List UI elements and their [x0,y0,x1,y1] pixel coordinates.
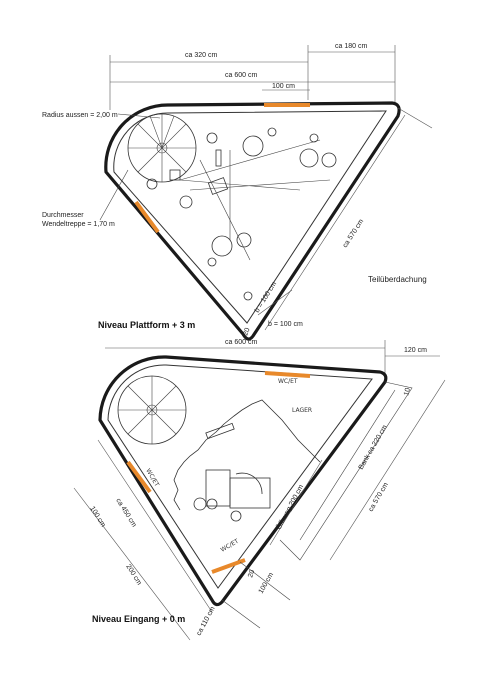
opening-left [134,200,160,234]
dim-20-upper: 20 [242,327,251,337]
entrance-outer-wall [98,355,388,607]
opening-top-lower [264,371,311,378]
stair-leader [99,169,129,221]
entrance-path [221,599,261,629]
dim-600-lower-label: ca 600 cm [225,339,257,346]
radius-leader [117,113,161,119]
dim-600-label: ca 600 cm [225,72,257,79]
dim-100-bottom-label: 100 cm [258,571,276,595]
dim-200-left-label: 200 cm [124,563,142,586]
dim-10-label: 10 [403,387,412,396]
dim-line-570-lower [329,379,446,561]
dim-100-left-label: 100 cm [88,505,106,528]
opening-bottom-lower [211,558,246,574]
wc-bottom-label: WC/ET [220,538,241,554]
storage-curtain-side [173,469,181,511]
dim-line-left-outer [73,487,191,641]
b100-horiz-label: b = 100 cm [268,321,303,328]
spiral-stair [127,113,197,183]
lower-plan-title: Niveau Eingang + 0 m [92,614,185,624]
upper-plan-title: Niveau Plattform + 3 m [98,320,195,330]
lager-label: LAGER [292,407,312,414]
bench-inner [299,389,396,541]
dim-320-label: ca 320 cm [185,52,217,59]
platform-inner-wall [113,110,387,324]
dim-570-lower-label: ca 570 cm [368,481,390,513]
wc-top-label: WC/ET [278,378,298,385]
roof-label: Teilüberdachung [368,275,427,284]
opening-left-lower [126,460,152,494]
dim-line-b100 [257,289,293,316]
furniture-sketches [193,422,271,522]
dim-450-label: ca 450 cm [114,497,137,528]
platform-outer-wall [104,101,401,341]
upper-plan: ca 320 cm ca 180 cm ca 600 cm 100 cm [42,43,433,341]
lower-plan: ca 600 cm 120 cm 10 Bank ca 220 cm ca 57… [73,339,446,641]
sketch-figures [146,127,337,301]
dim-line-oeffnung [269,459,323,546]
stair-label-line1: Durchmesser [42,212,84,219]
dim-570-label: ca 570 cm [342,218,366,249]
stair-label-line2: Wendeltreppe = 1,70 m [42,221,115,228]
entrance-inner-wall [107,364,373,589]
dim-180-label: ca 180 cm [335,43,367,50]
dim-line-570 [264,114,406,331]
bench-outline [279,381,413,561]
bank-label: Bank ca 220 cm [358,424,389,471]
dim-100-top-label: 100 cm [272,83,295,90]
entrance-path [239,561,291,601]
dim-120-label: 120 cm [404,347,427,354]
dim-110-label: ca 110 cm [196,605,217,636]
storage-curtain [177,399,321,471]
spiral-stair-lower [117,375,187,445]
dim-line-450 [97,439,213,613]
dim-20-lower: 20 [247,569,256,579]
ext-line [397,107,433,129]
radius-label: Radius aussen = 2,00 m [42,112,118,119]
